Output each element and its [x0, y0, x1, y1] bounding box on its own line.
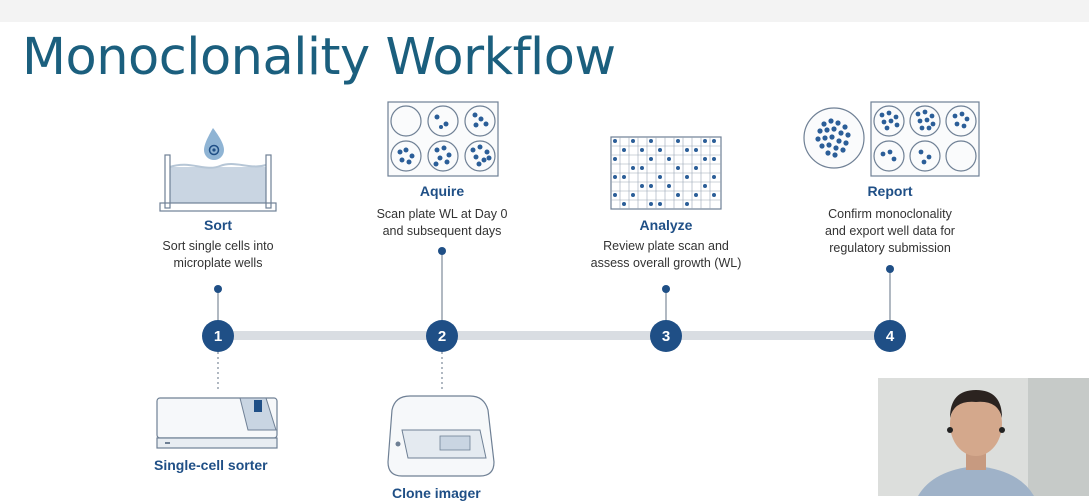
well-plate-icon	[387, 101, 499, 177]
step-node-3: 3	[650, 320, 682, 352]
step-number-2: 2	[438, 328, 446, 345]
clone-imager-icon	[387, 395, 495, 477]
instrument-label-imager: Clone imager	[392, 485, 481, 501]
step-node-4: 4	[874, 320, 906, 352]
step-number-1: 1	[214, 328, 222, 345]
step-desc-aquire: Scan plate WL at Day 0 and subsequent da…	[352, 206, 532, 240]
plate-grid-icon	[610, 136, 722, 210]
step-title-report: Report	[867, 183, 913, 199]
step-number-4: 4	[886, 328, 895, 345]
connector-dots	[214, 247, 894, 293]
desc-line: and subsequent days	[382, 224, 502, 238]
instrument-label-sorter: Single-cell sorter	[154, 457, 268, 473]
presenter-video	[878, 378, 1089, 496]
desc-line: Sort single cells into	[162, 239, 274, 253]
desc-line: microplate wells	[173, 256, 263, 270]
connectors	[217, 251, 891, 392]
colony-report-icon	[803, 101, 980, 177]
desc-line: Confirm monoclonality	[828, 207, 952, 221]
timeline-bar	[218, 331, 890, 340]
sorting-trough-icon	[159, 128, 277, 212]
step-desc-sort: Sort single cells into microplate wells	[138, 238, 298, 272]
step-desc-analyze: Review plate scan and assess overall gro…	[566, 238, 766, 272]
step-number-3: 3	[662, 328, 670, 345]
cell-sorter-icon	[156, 397, 278, 449]
presenter-icon	[878, 378, 1089, 496]
step-node-2: 2	[426, 320, 458, 352]
step-title-sort: Sort	[204, 217, 232, 233]
desc-line: Scan plate WL at Day 0	[376, 207, 508, 221]
desc-line: Review plate scan and	[603, 239, 729, 253]
slide-top-bar	[0, 0, 1089, 22]
desc-line: and export well data for	[825, 224, 955, 238]
desc-line: regulatory submission	[829, 241, 951, 255]
step-title-analyze: Analyze	[639, 217, 693, 233]
slide-title: Monoclonality Workflow	[22, 28, 616, 87]
step-desc-report: Confirm monoclonality and export well da…	[800, 206, 980, 257]
desc-line: assess overall growth (WL)	[590, 256, 742, 270]
step-node-1: 1	[202, 320, 234, 352]
step-title-aquire: Aquire	[419, 183, 465, 199]
